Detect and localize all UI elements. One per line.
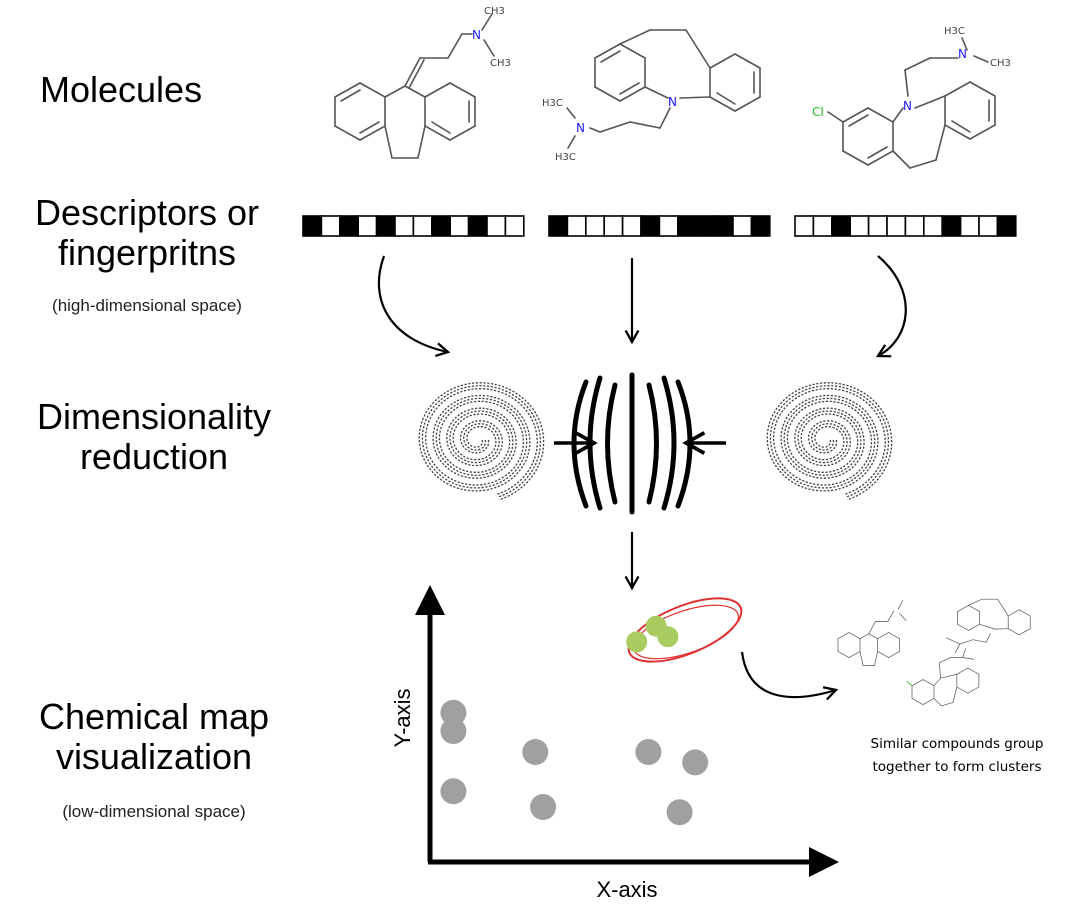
fingerprint-bit [504, 215, 525, 237]
fingerprint-bit [449, 215, 470, 237]
fingerprint-bar-2 [548, 215, 771, 237]
molecule-3: N N Cl H3C CH3 [812, 26, 1011, 169]
fingerprint-bit [658, 215, 679, 237]
fingerprint-bit [867, 215, 888, 237]
methyl-label: CH3 [490, 58, 511, 69]
cluster-molecule-2 [946, 598, 1031, 654]
fingerprint-bit [713, 215, 734, 237]
label-dimred-line2: reduction [79, 435, 229, 477]
fingerprint-bit [320, 215, 341, 237]
map-point [440, 778, 467, 805]
map-point [440, 699, 467, 726]
fingerprint-bar-3 [794, 215, 1017, 237]
molecule-1: N CH3 CH3 [334, 6, 511, 159]
spiral-stroke [766, 382, 893, 501]
fingerprint-bit [430, 215, 451, 237]
cluster-note-line2: together to form clusters [873, 759, 1042, 775]
spiral-stroke [769, 385, 890, 498]
fingerprint-bit [375, 215, 396, 237]
cluster-point [657, 626, 679, 648]
map-points-cluster [626, 615, 679, 653]
nitrogen-atom: N [903, 99, 912, 113]
fingerprint-bit [603, 215, 624, 237]
map-point [635, 739, 662, 765]
cluster-molecule-3 [906, 648, 980, 707]
fingerprint-bit [886, 215, 907, 237]
methyl-label: CH3 [484, 6, 505, 17]
map-point [440, 718, 467, 744]
fingerprint-bar-1 [302, 215, 525, 237]
fingerprint-bit [302, 215, 323, 237]
fingerprint-bit [732, 215, 753, 237]
fingerprint-bit [941, 215, 962, 237]
fingerprint-bit [959, 215, 980, 237]
spiral-stroke [418, 382, 545, 501]
label-descriptors-line1: Descriptors or [34, 192, 260, 233]
fingerprint-bit [584, 215, 605, 237]
label-high-dim: (high-dimensional space) [52, 296, 242, 315]
nitrogen-atom: N [958, 47, 967, 61]
fingerprint-bit [338, 215, 359, 237]
map-point [666, 799, 693, 826]
fingerprint-bit [548, 215, 569, 237]
label-chemmap-line1: Chemical map [38, 696, 270, 737]
fingerprint-bit [904, 215, 925, 237]
spiral-stroke [772, 388, 886, 495]
map-point [682, 749, 709, 776]
fingerprint-bit [695, 215, 716, 237]
methyl-label: H3C [555, 152, 576, 163]
label-descriptors-line2: fingerpritns [57, 231, 237, 273]
spiral-stroke [421, 385, 542, 498]
label-chemmap: Chemical map visualization [4, 697, 304, 776]
methyl-label: H3C [944, 26, 965, 37]
cluster-molecule-1 [837, 600, 907, 666]
x-axis-label: X-axis [596, 877, 657, 902]
fingerprint-bit [357, 215, 378, 237]
cluster-note-line1: Similar compounds group [871, 736, 1044, 752]
fingerprint-bit [621, 215, 642, 237]
map-point [530, 794, 557, 820]
fingerprint-bit [676, 215, 697, 237]
spiral-stroke [424, 388, 538, 495]
fingerprint-bit [996, 215, 1017, 237]
methyl-label: CH3 [990, 58, 1011, 69]
nitrogen-atom: N [472, 28, 481, 42]
nitrogen-atom: N [576, 121, 585, 135]
molecule-2: N N H3C H3C [542, 29, 761, 163]
arrow-icon [377, 255, 451, 358]
label-dimred: Dimensionality reduction [4, 397, 304, 476]
methyl-label: H3C [542, 98, 563, 109]
cluster-point [626, 631, 648, 653]
fingerprint-bit [412, 215, 433, 237]
arrow-icon [875, 255, 907, 358]
label-chemmap-line2: visualization [55, 735, 253, 777]
fingerprint-bit [922, 215, 943, 237]
y-axis-label: Y-axis [390, 688, 415, 747]
fingerprint-bit [830, 215, 851, 237]
fingerprint-bit [750, 215, 771, 237]
cluster-ring [627, 597, 743, 663]
fingerprint-bit [394, 215, 415, 237]
label-dimred-line1: Dimensionality [36, 396, 272, 437]
spiral-icon [766, 382, 893, 501]
fingerprint-bit [566, 215, 587, 237]
chlorine-atom: Cl [812, 105, 824, 119]
fingerprint-bit [794, 215, 815, 237]
fingerprint-bit [978, 215, 999, 237]
label-descriptors: Descriptors or fingerpritns [6, 193, 288, 272]
fingerprint-bit [486, 215, 507, 237]
label-low-dim: (low-dimensional space) [62, 802, 246, 821]
label-molecules: Molecules [40, 69, 203, 110]
nitrogen-atom: N [668, 95, 677, 109]
fingerprint-bit [467, 215, 488, 237]
arrow-icon [740, 651, 839, 701]
map-points-other [440, 699, 709, 826]
fingerprint-bit [812, 215, 833, 237]
map-point [522, 739, 549, 765]
fingerprint-bit [849, 215, 870, 237]
spiral-icon [418, 382, 545, 501]
fingerprint-bit [640, 215, 661, 237]
